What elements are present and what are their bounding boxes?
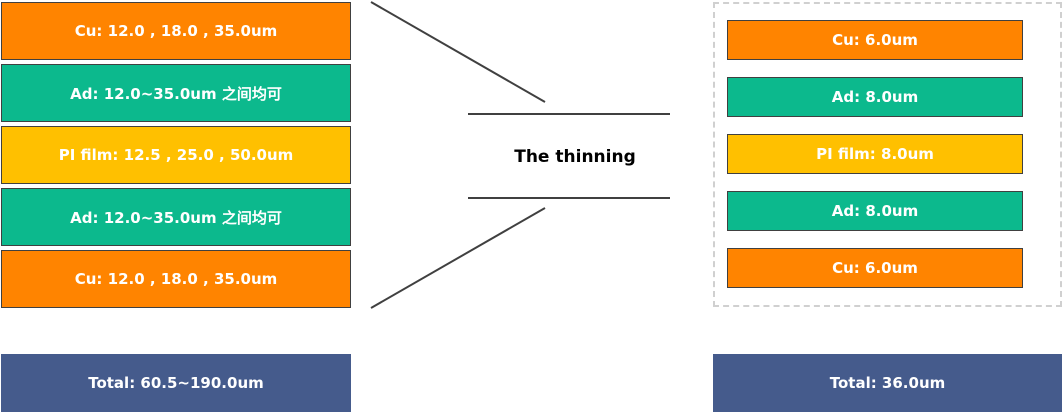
upper-diagonal-line (370, 1, 546, 103)
after-layer-ad-top: Ad: 8.0um (727, 77, 1023, 117)
before-layer-pi-film: PI film: 12.5 , 25.0 , 50.0um (1, 126, 351, 184)
after-layer-cu-bottom: Cu: 6.0um (727, 248, 1023, 288)
after-total: Total: 36.0um (713, 354, 1062, 412)
before-layer-cu-bottom: Cu: 12.0 , 18.0 , 35.0um (1, 250, 351, 308)
before-layer-cu-top: Cu: 12.0 , 18.0 , 35.0um (1, 2, 351, 60)
before-total: Total: 60.5~190.0um (1, 354, 351, 412)
lower-diagonal-line (370, 207, 546, 309)
before-layer-ad-bottom: Ad: 12.0~35.0um 之间均可 (1, 188, 351, 246)
before-layer-ad-top: Ad: 12.0~35.0um 之间均可 (1, 64, 351, 122)
after-layer-cu-top: Cu: 6.0um (727, 20, 1023, 60)
after-stack-frame (713, 2, 1062, 307)
after-layer-ad-bottom: Ad: 8.0um (727, 191, 1023, 231)
process-label: The thinning (514, 147, 636, 167)
after-layer-pi-film: PI film: 8.0um (727, 134, 1023, 174)
